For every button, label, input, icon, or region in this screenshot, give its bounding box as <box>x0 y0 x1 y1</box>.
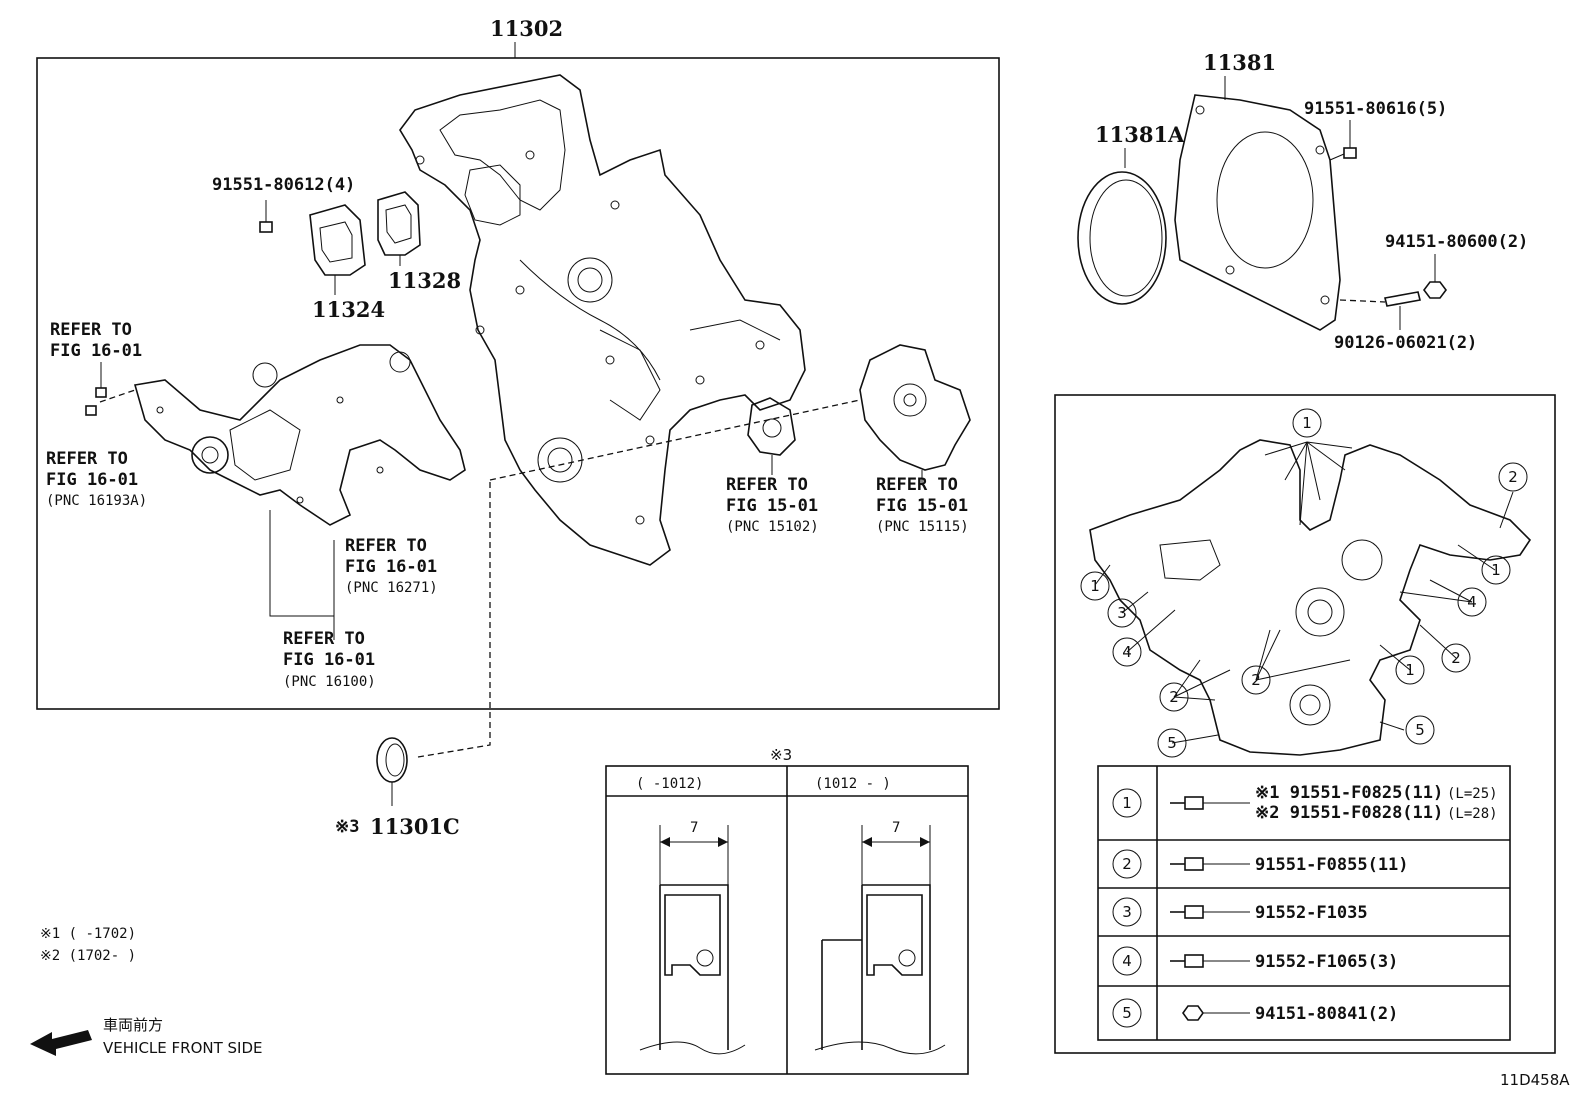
seal-detail-frame <box>605 765 969 1075</box>
table-row2-line1[interactable]: 91551-F0855(11) <box>1255 855 1409 875</box>
label-91551-80612[interactable]: 91551-80612(4) <box>212 175 355 195</box>
table-row1-line1[interactable]: ※1 91551-F0825(11) <box>1255 783 1443 803</box>
label-94151-80600[interactable]: 94151-80600(2) <box>1385 232 1528 252</box>
label-90126-06021[interactable]: 90126-06021(2) <box>1334 333 1477 353</box>
figure-code: 11D458A <box>1500 1071 1570 1089</box>
footnote-2: ※2 (1702- ) <box>40 948 136 964</box>
table-row4-line1[interactable]: 91552-F1065(3) <box>1255 952 1398 972</box>
refer-16-01-d-line3[interactable]: (PNC 16100) <box>283 674 376 690</box>
bolt-91551-80616 <box>1329 120 1357 161</box>
oil-pump <box>859 344 971 485</box>
label-11301C[interactable]: 11301C <box>370 814 460 839</box>
refer-15-01-b-line2[interactable]: FIG 15-01 <box>876 496 968 516</box>
callout-4b: 4 <box>1122 643 1132 661</box>
refer-15-01-b-line3[interactable]: (PNC 15115) <box>876 519 969 535</box>
callout-5b: 5 <box>1415 721 1425 739</box>
footnote-1: ※1 ( -1702) <box>40 926 136 942</box>
seal-11301C <box>376 737 408 806</box>
oil-pump-rotor <box>747 397 796 475</box>
callout-1d: 1 <box>1405 661 1415 679</box>
seal-section-left <box>639 825 746 1055</box>
refer-16-01-c-line2[interactable]: FIG 16-01 <box>345 557 437 577</box>
table-row1-num: 1 <box>1122 794 1132 812</box>
table-row3-num: 3 <box>1122 903 1132 921</box>
vehicle-front-jp: 車両前方 <box>103 1016 163 1034</box>
bolt-location-frame <box>1054 394 1556 1054</box>
refer-15-01-a-line1[interactable]: REFER TO <box>726 475 808 495</box>
refer-16-01-a-line1[interactable]: REFER TO <box>50 320 132 340</box>
label-11302[interactable]: 11302 <box>490 16 563 41</box>
seal-detail-col1: ( -1012) <box>636 776 703 792</box>
table-row1-note1: (L=25) <box>1447 786 1498 802</box>
label-11381[interactable]: 11381 <box>1203 50 1276 75</box>
table-row1-line2[interactable]: ※2 91551-F0828(11) <box>1255 803 1443 823</box>
bolt-table: 1 ※1 91551-F0825(11) ※2 91551-F0828(11) … <box>1097 765 1511 1041</box>
table-row1-note2: (L=28) <box>1447 806 1498 822</box>
refer-15-01-a-line3[interactable]: (PNC 15102) <box>726 519 819 535</box>
label-11328[interactable]: 11328 <box>388 268 461 293</box>
vehicle-front-en: VEHICLE FRONT SIDE <box>103 1039 263 1057</box>
callout-2d: 2 <box>1251 671 1261 689</box>
callout-2c: 2 <box>1169 688 1179 706</box>
refer-16-01-b-line2[interactable]: FIG 16-01 <box>46 470 138 490</box>
gasket-11324 <box>309 204 366 295</box>
callout-2b: 2 <box>1451 649 1461 667</box>
label-91551-80616[interactable]: 91551-80616(5) <box>1304 99 1447 119</box>
callout-1b: 1 <box>1090 577 1100 595</box>
bolt-91551-80612 <box>259 200 273 233</box>
vehicle-front-arrow-icon <box>30 1030 92 1056</box>
refer-16-01-c-line3[interactable]: (PNC 16271) <box>345 580 438 596</box>
seal-dim-left: 7 <box>690 820 698 836</box>
callout-1c: 1 <box>1491 561 1501 579</box>
timing-cover-drawing <box>399 74 806 566</box>
label-11381A[interactable]: 11381A <box>1095 122 1185 147</box>
table-row4-num: 4 <box>1122 952 1132 970</box>
gasket-11328 <box>377 191 421 266</box>
label-11324[interactable]: 11324 <box>312 297 385 322</box>
oil-seal-retainer-11381 <box>1174 94 1341 331</box>
seal-detail-title: ※3 <box>770 746 792 764</box>
refer-16-01-d-line2[interactable]: FIG 16-01 <box>283 650 375 670</box>
water-pump-drawing <box>133 344 466 526</box>
refer-15-01-b-line1[interactable]: REFER TO <box>876 475 958 495</box>
callout-4a: 4 <box>1467 593 1477 611</box>
refer-16-01-b-line1[interactable]: REFER TO <box>46 449 128 469</box>
table-row5-num: 5 <box>1122 1004 1132 1022</box>
table-row3-line1[interactable]: 91552-F1035 <box>1255 903 1368 923</box>
seal-section-right <box>814 825 946 1055</box>
refer-16-01-b-line3[interactable]: (PNC 16193A) <box>46 493 147 509</box>
refer-16-01-c-line1[interactable]: REFER TO <box>345 536 427 556</box>
callout-2a: 2 <box>1508 468 1518 486</box>
nut-94151-80600 <box>1423 254 1447 299</box>
stud-90126-06021 <box>1384 291 1421 330</box>
main-assembly-frame <box>36 57 1000 710</box>
bolt-callouts: 1 2 1 1 3 4 2 4 1 2 2 5 5 <box>1080 408 1528 758</box>
bolt-refer-fig16-a <box>85 362 136 416</box>
callout-1a: 1 <box>1302 414 1312 432</box>
table-row2-num: 2 <box>1122 855 1132 873</box>
callout-5a: 5 <box>1167 734 1177 752</box>
note3-mark: ※3 <box>335 817 359 837</box>
refer-16-01-d-line1[interactable]: REFER TO <box>283 629 365 649</box>
seal-dim-right: 7 <box>892 820 900 836</box>
seal-detail-col2: (1012 - ) <box>815 776 891 792</box>
refer-16-01-a-line2[interactable]: FIG 16-01 <box>50 341 142 361</box>
oil-seal-11381A <box>1077 171 1167 305</box>
refer-15-01-a-line2[interactable]: FIG 15-01 <box>726 496 818 516</box>
callout-3: 3 <box>1117 604 1127 622</box>
table-row5-line1[interactable]: 94151-80841(2) <box>1255 1004 1398 1024</box>
